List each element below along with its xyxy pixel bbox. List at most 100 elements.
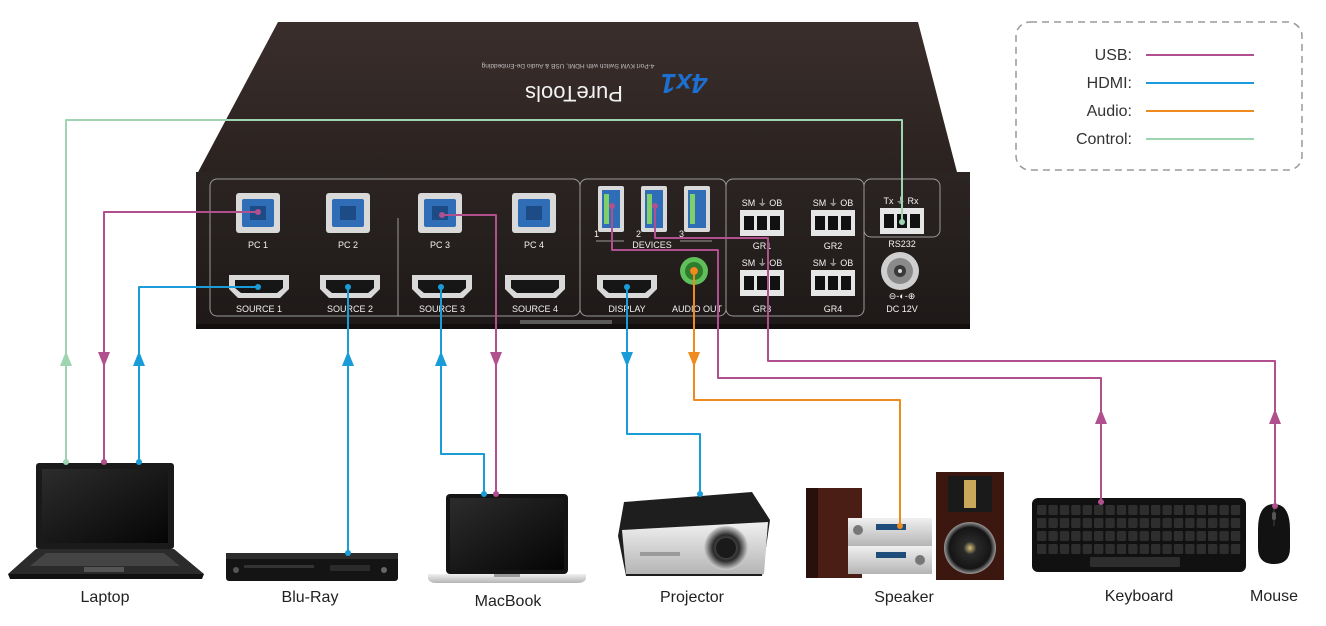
gr1-pins: SM ⏚ OB bbox=[742, 198, 783, 208]
keyboard-key bbox=[1185, 531, 1195, 541]
dc-polarity-icon: ⊖-◐-⊕ bbox=[889, 291, 916, 301]
brand-mark: 4x1 PureTools 4-Port KVM Switch with HDM… bbox=[481, 62, 708, 106]
label-gr3: GR3 bbox=[753, 304, 772, 314]
keyboard-key bbox=[1071, 544, 1081, 554]
arrow-usb-mouse-up bbox=[1269, 409, 1281, 424]
keyboard-key bbox=[1208, 544, 1218, 554]
mouse-device bbox=[1258, 504, 1290, 564]
keyboard-key bbox=[1048, 518, 1058, 528]
keyboard-key bbox=[1116, 531, 1127, 541]
brand-model: 4x1 bbox=[661, 68, 709, 99]
keyboard-key bbox=[1162, 518, 1172, 528]
keyboard-key bbox=[1208, 518, 1218, 528]
keyboard-key bbox=[1037, 518, 1047, 528]
cable-audio-speaker bbox=[693, 271, 901, 526]
keyboard-key bbox=[1173, 544, 1184, 554]
legend-hdmi-label: HDMI: bbox=[1087, 75, 1132, 92]
keyboard-key bbox=[1048, 544, 1058, 554]
keyboard-key bbox=[1162, 544, 1172, 554]
legend-box bbox=[1015, 21, 1303, 171]
keyboard-key bbox=[1128, 544, 1138, 554]
macbook-device bbox=[428, 494, 586, 583]
legend-audio-label: Audio: bbox=[1087, 103, 1132, 120]
arrow-usb-laptop-down bbox=[98, 352, 110, 367]
keyboard-key bbox=[1196, 505, 1206, 515]
keyboard-key bbox=[1219, 518, 1229, 528]
gr-section bbox=[725, 178, 865, 317]
switch-top-panel bbox=[196, 22, 958, 176]
keyboard-key bbox=[1116, 544, 1127, 554]
keyboard-key bbox=[1048, 531, 1058, 541]
keyboard-key bbox=[1128, 518, 1138, 528]
label-pc1: PC 1 bbox=[248, 240, 268, 250]
label-dc: DC 12V bbox=[886, 304, 918, 314]
keyboard-key bbox=[1116, 505, 1127, 515]
label-projector: Projector bbox=[660, 589, 725, 606]
label-bluray: Blu-Ray bbox=[282, 589, 339, 606]
label-mouse: Mouse bbox=[1250, 588, 1298, 605]
keyboard-key bbox=[1071, 518, 1081, 528]
terminal-gr1 bbox=[740, 210, 784, 236]
keyboard-key bbox=[1059, 518, 1070, 528]
terminal-gr4 bbox=[811, 270, 855, 296]
keyboard-key bbox=[1173, 531, 1184, 541]
keyboard-key bbox=[1128, 505, 1138, 515]
label-audio-out: AUDIO OUT bbox=[672, 304, 723, 314]
speaker-device bbox=[806, 472, 1004, 580]
keyboard-keys bbox=[1037, 505, 1241, 567]
label-speaker: Speaker bbox=[874, 589, 934, 606]
keyboard-key bbox=[1048, 505, 1058, 515]
label-gr1: GR1 bbox=[753, 241, 772, 251]
label-pc3: PC 3 bbox=[430, 240, 450, 250]
keyboard-key bbox=[1162, 505, 1172, 515]
keyboard-key bbox=[1151, 518, 1161, 528]
keyboard-key bbox=[1059, 544, 1070, 554]
keyboard-key bbox=[1151, 544, 1161, 554]
usb-number-1: 1 bbox=[594, 229, 599, 239]
cable-control-laptop-rs232 bbox=[65, 119, 903, 462]
cable-hdmi-macbook-source3 bbox=[440, 287, 485, 494]
label-laptop: Laptop bbox=[81, 589, 130, 606]
keyboard-key bbox=[1139, 531, 1149, 541]
keyboard-key bbox=[1037, 531, 1047, 541]
cable-usb-pc1-laptop bbox=[103, 211, 258, 462]
label-devices: DEVICES bbox=[632, 240, 672, 250]
arrow-usb-keyboard-up bbox=[1095, 409, 1107, 424]
panel-foot bbox=[520, 320, 612, 324]
usb-b-port-pc2 bbox=[326, 193, 370, 233]
legend-control-label: Control: bbox=[1076, 131, 1132, 148]
keyboard-key bbox=[1196, 518, 1206, 528]
keyboard-key bbox=[1071, 505, 1081, 515]
keyboard-key bbox=[1162, 531, 1172, 541]
arrow-hdmi-bluray-up bbox=[342, 351, 354, 366]
keyboard-key bbox=[1105, 531, 1115, 541]
label-keyboard: Keyboard bbox=[1105, 588, 1174, 605]
keyboard-key bbox=[1094, 544, 1104, 554]
arrow-hdmi-macbook-up bbox=[435, 351, 447, 366]
usb-a-port-3 bbox=[684, 186, 710, 232]
keyboard-key bbox=[1196, 531, 1206, 541]
keyboard-key bbox=[1208, 505, 1218, 515]
usb-b-port-pc4 bbox=[512, 193, 556, 233]
keyboard-key bbox=[1082, 531, 1092, 541]
switch-front-panel bbox=[196, 172, 970, 328]
keyboard-key bbox=[1082, 544, 1092, 554]
label-source4: SOURCE 4 bbox=[512, 304, 558, 314]
keyboard-key bbox=[1139, 505, 1149, 515]
brand-name: PureTools bbox=[525, 81, 623, 106]
label-source1: SOURCE 1 bbox=[236, 304, 282, 314]
keyboard-key bbox=[1230, 505, 1241, 515]
keyboard-key bbox=[1071, 531, 1081, 541]
keyboard-key bbox=[1059, 531, 1070, 541]
keyboard-key bbox=[1151, 505, 1161, 515]
cable-hdmi-laptop-source1 bbox=[138, 286, 258, 462]
keyboard-key bbox=[1151, 531, 1161, 541]
keyboard-key bbox=[1185, 505, 1195, 515]
keyboard-key bbox=[1230, 518, 1241, 528]
keyboard-key bbox=[1219, 544, 1229, 554]
gr-terminals: SM ⏚ OB GR1 SM ⏚ OB GR2 SM ⏚ OB bbox=[740, 198, 855, 314]
hdmi-port-source4 bbox=[505, 275, 565, 298]
kvm-switch: 4x1 PureTools 4-Port KVM Switch with HDM… bbox=[196, 22, 970, 329]
label-rs232: RS232 bbox=[888, 239, 916, 249]
keyboard-key bbox=[1082, 518, 1092, 528]
